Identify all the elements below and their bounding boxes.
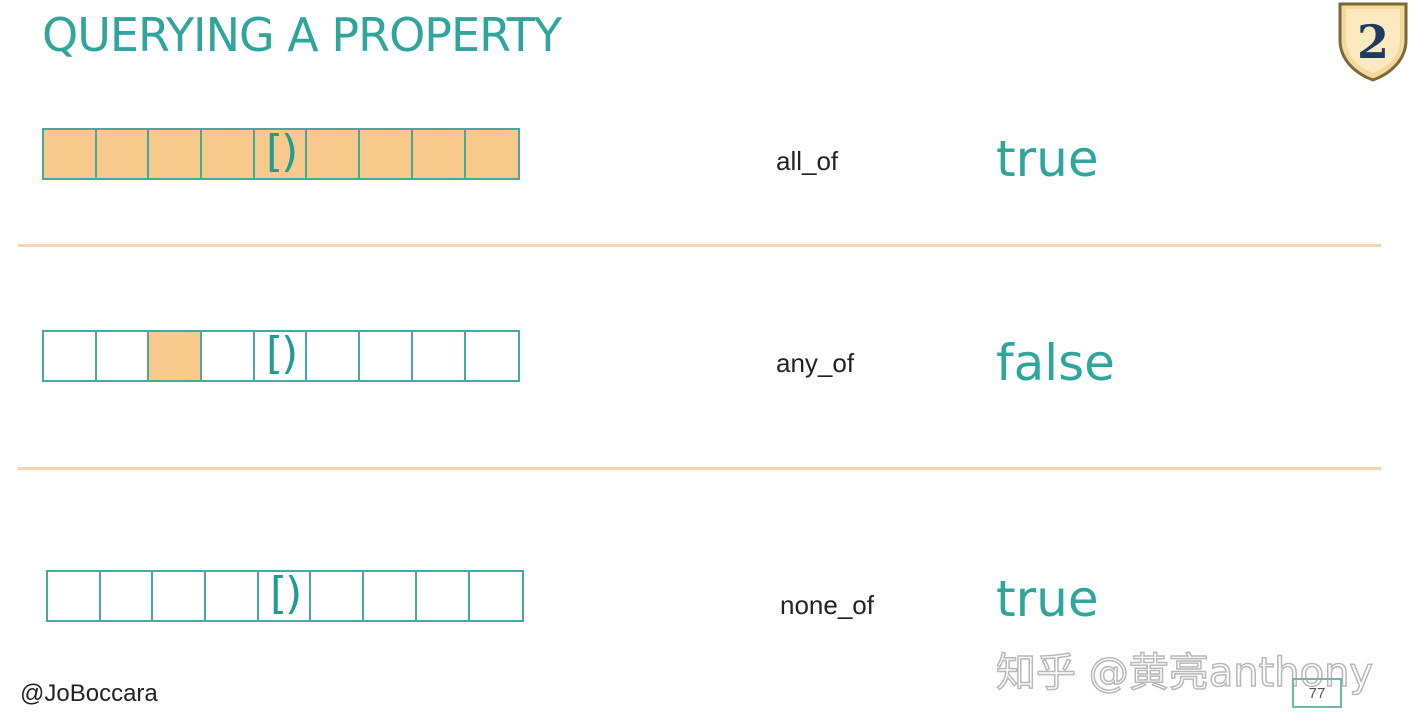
- row-all-of: [) all_of true: [0, 128, 1414, 208]
- range-cell-filled: [149, 332, 203, 380]
- algorithm-label: any_of: [776, 348, 855, 378]
- range-cell-empty: [153, 572, 207, 620]
- range-cells: [46, 570, 525, 622]
- range-cell-empty: [416, 572, 470, 620]
- range-cell-empty: [307, 332, 361, 380]
- range-cells: [42, 128, 521, 180]
- slide-title: QUERYING A PROPERTY: [42, 8, 562, 62]
- range-cell-empty: [465, 332, 519, 380]
- range-cell-empty: [48, 572, 101, 620]
- range-cell-empty: [258, 572, 312, 620]
- result-value: true: [996, 130, 1099, 188]
- range-cell-empty: [202, 332, 255, 380]
- result-value: true: [996, 570, 1099, 628]
- range-cell-filled: [149, 130, 203, 178]
- range-cell-empty: [469, 572, 523, 620]
- algorithm-label: none_of: [780, 590, 874, 620]
- range-cell-filled: [96, 130, 150, 178]
- range-cell-empty: [412, 332, 466, 380]
- row-any-of: [) any_of false: [0, 330, 1414, 410]
- shield-logo-icon: 2: [1338, 2, 1408, 82]
- logo-glyph: 2: [1357, 15, 1389, 69]
- separator: [18, 467, 1381, 470]
- range-cell-filled: [44, 130, 97, 178]
- range-cell-empty: [44, 332, 97, 380]
- range-cell-filled: [412, 130, 466, 178]
- range-cells: [42, 330, 521, 382]
- range-cell-empty: [311, 572, 365, 620]
- range-cell-filled: [307, 130, 361, 178]
- separator: [18, 244, 1381, 247]
- range-cell-filled: [360, 130, 413, 178]
- range-cell-empty: [206, 572, 259, 620]
- range-cell-empty: [100, 572, 154, 620]
- range-cell-empty: [364, 572, 417, 620]
- algorithm-label: all_of: [776, 146, 839, 176]
- page-number: 77: [1292, 678, 1342, 708]
- range-cell-filled: [254, 130, 308, 178]
- range-cell-empty: [254, 332, 308, 380]
- range-cell-empty: [360, 332, 413, 380]
- range-cell-filled: [465, 130, 519, 178]
- result-value: false: [996, 334, 1115, 392]
- row-none-of: [) none_of true: [0, 570, 1414, 650]
- range-cell-filled: [202, 130, 255, 178]
- author-handle: @JoBoccara: [20, 680, 158, 707]
- watermark: 知乎 @黄亮anthony: [995, 649, 1374, 697]
- range-cell-empty: [96, 332, 150, 380]
